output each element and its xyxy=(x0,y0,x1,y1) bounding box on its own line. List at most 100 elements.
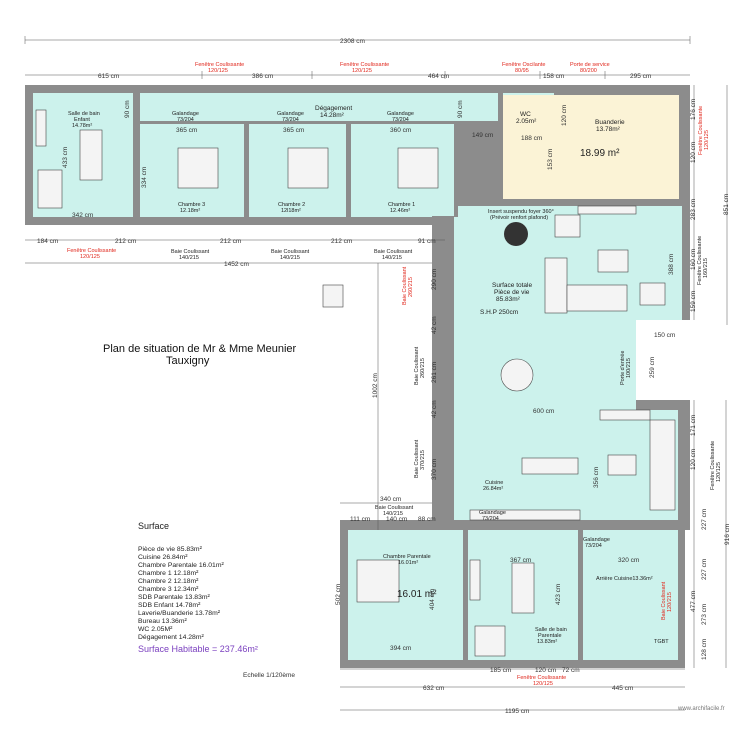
dim-227: 227 cm xyxy=(701,509,708,530)
room-area: 12l18m² xyxy=(281,208,301,214)
summary-item: Chambre 3 12.34m² xyxy=(138,586,199,593)
table-icon xyxy=(597,249,629,273)
room-area: 14.28m² xyxy=(320,112,345,119)
baie-label: Baie Coulissant xyxy=(375,505,414,511)
dim-184: 184 cm xyxy=(37,238,58,245)
window-size: 120/125 xyxy=(533,681,553,687)
dim-342: 342 cm xyxy=(72,212,93,219)
window-size: 120/125 xyxy=(208,68,228,74)
bed-icon xyxy=(177,147,219,189)
window-label: Fenêtre Coulissante xyxy=(697,236,703,285)
dim-1452: 1452 cm xyxy=(224,261,249,268)
galandage-label: Galandage xyxy=(277,111,304,117)
room-area: 26.84m² xyxy=(483,486,503,492)
dim-42: 42 cm xyxy=(431,316,438,334)
summary-item: SDB Parentale 13.83m² xyxy=(138,594,211,601)
dim-502: 502 cm xyxy=(335,584,342,605)
top-openings: Fenêtre Coulissante 120/125 Fenêtre Coul… xyxy=(195,62,610,74)
dim-445: 445 cm xyxy=(612,685,633,692)
summary-item: Chambre 2 12.18m² xyxy=(138,578,199,585)
kitchen-island-icon xyxy=(521,457,579,475)
room-area: 2.05m² xyxy=(516,118,537,125)
dim-90: 90 cm xyxy=(457,100,464,118)
baie-label: Baie Coulissant xyxy=(171,249,210,255)
dim-88: 88 cm xyxy=(418,516,436,523)
baie-label: Baie Coulissant xyxy=(271,249,310,255)
dim-2308: 2308 cm xyxy=(340,38,365,45)
room-name: Parentale xyxy=(538,633,562,639)
door-label: Porte de service xyxy=(570,62,610,68)
dim-365: 365 cm xyxy=(176,127,197,134)
window-label: Fenêtre Coulissante xyxy=(195,62,244,68)
dim-261: 261 cm xyxy=(431,362,438,383)
watermark: www.archifacile.fr xyxy=(677,706,725,712)
dim-42: 42 cm xyxy=(431,400,438,418)
room-name: Pièce de vie xyxy=(494,289,530,296)
room-area: 12.46m² xyxy=(390,208,410,214)
dim-120: 120 cm xyxy=(535,667,556,674)
dim-433: 433 cm xyxy=(62,147,69,168)
baie-label: Baie Coulissant xyxy=(661,581,667,620)
room-area: 85.83m² xyxy=(496,296,521,303)
dim-404: 404 cm xyxy=(429,589,436,610)
galandage-size: 73/204 xyxy=(392,117,409,123)
baie-label: Baie Coulissant xyxy=(414,346,420,385)
dimensions: 365 cm 365 cm 360 cm 149 cm 188 cm 342 c… xyxy=(25,85,731,715)
dim-120: 120 cm xyxy=(561,105,568,126)
partitions xyxy=(133,93,683,660)
room-area-large: 16.01 m² xyxy=(397,589,437,600)
baie-size: 140/215 xyxy=(382,255,402,261)
window-size: 120/125 xyxy=(352,68,372,74)
scale-label: Echelle 1/120ème xyxy=(243,672,295,679)
chair-icon xyxy=(322,284,344,308)
dim-185: 185 cm xyxy=(490,667,511,674)
room-name: Surface totale xyxy=(492,282,532,289)
dim-171: 171 cm xyxy=(690,415,697,436)
dim-600: 600 cm xyxy=(533,408,554,415)
habitable-surface: Surface Habitable = 237.46m² xyxy=(138,644,258,654)
baie-label: Baie Coulissant xyxy=(374,249,413,255)
baie-size: 120/215 xyxy=(667,592,673,612)
summary-heading: Surface xyxy=(138,521,169,531)
dim-295: 295 cm xyxy=(630,73,651,80)
plan-title: Plan de situation de Mr & Mme Meunier xyxy=(103,343,297,355)
room-name: Chambre 1 xyxy=(388,202,415,208)
room-name: Salle de bain xyxy=(68,111,100,117)
dim-120: 120 cm xyxy=(690,449,697,470)
dim-615: 615 cm xyxy=(98,73,119,80)
summary-item: Chambre Parentale 16.01m² xyxy=(138,562,224,569)
room-name: Chambre 2 xyxy=(278,202,305,208)
galandage-size: 73/204 xyxy=(585,543,602,549)
armchair-icon xyxy=(554,214,581,238)
electrical-panel-label: TGBT xyxy=(654,639,669,645)
galandage-label: Galandage xyxy=(387,111,414,117)
room-name: Enfant xyxy=(74,117,90,123)
dim-386: 386 cm xyxy=(252,73,273,80)
bed-icon xyxy=(356,559,400,603)
summary-item: SDB Enfant 14.78m² xyxy=(138,602,201,609)
galandage-size: 73/204 xyxy=(282,117,299,123)
plan-subtitle: Tauxigny xyxy=(166,355,210,367)
baie-size: 140/215 xyxy=(280,255,300,261)
door-size: 100/215 xyxy=(626,358,632,378)
door-label: Porte d'entrée xyxy=(620,351,626,385)
room-name: Salle de bain xyxy=(535,627,567,633)
dim-423: 423 cm xyxy=(555,584,562,605)
window-size: 160/215 xyxy=(703,258,709,278)
summary-item: Pièce de vie 85.83m² xyxy=(138,546,203,553)
baie-label: Baie Coulissant xyxy=(414,439,420,478)
room-name: Dégagement xyxy=(315,105,352,112)
dim-150: 150 cm xyxy=(654,332,675,339)
room-name: Chambre 3 xyxy=(178,202,205,208)
dim-632: 632 cm xyxy=(423,685,444,692)
bed-icon xyxy=(287,147,329,189)
dim-90: 90 cm xyxy=(124,100,131,118)
window-label: Fenêtre Coulissante xyxy=(698,106,704,155)
dim-290: 290 cm xyxy=(431,269,438,290)
dim-227: 227 cm xyxy=(701,559,708,580)
baie-size: 260/215 xyxy=(408,277,414,297)
baie-size: 140/215 xyxy=(383,511,403,517)
annotation: (Prévoir renfort plafond) xyxy=(490,215,548,221)
dim-916: 916 cm xyxy=(724,524,731,545)
door-size: 80/200 xyxy=(580,68,597,74)
